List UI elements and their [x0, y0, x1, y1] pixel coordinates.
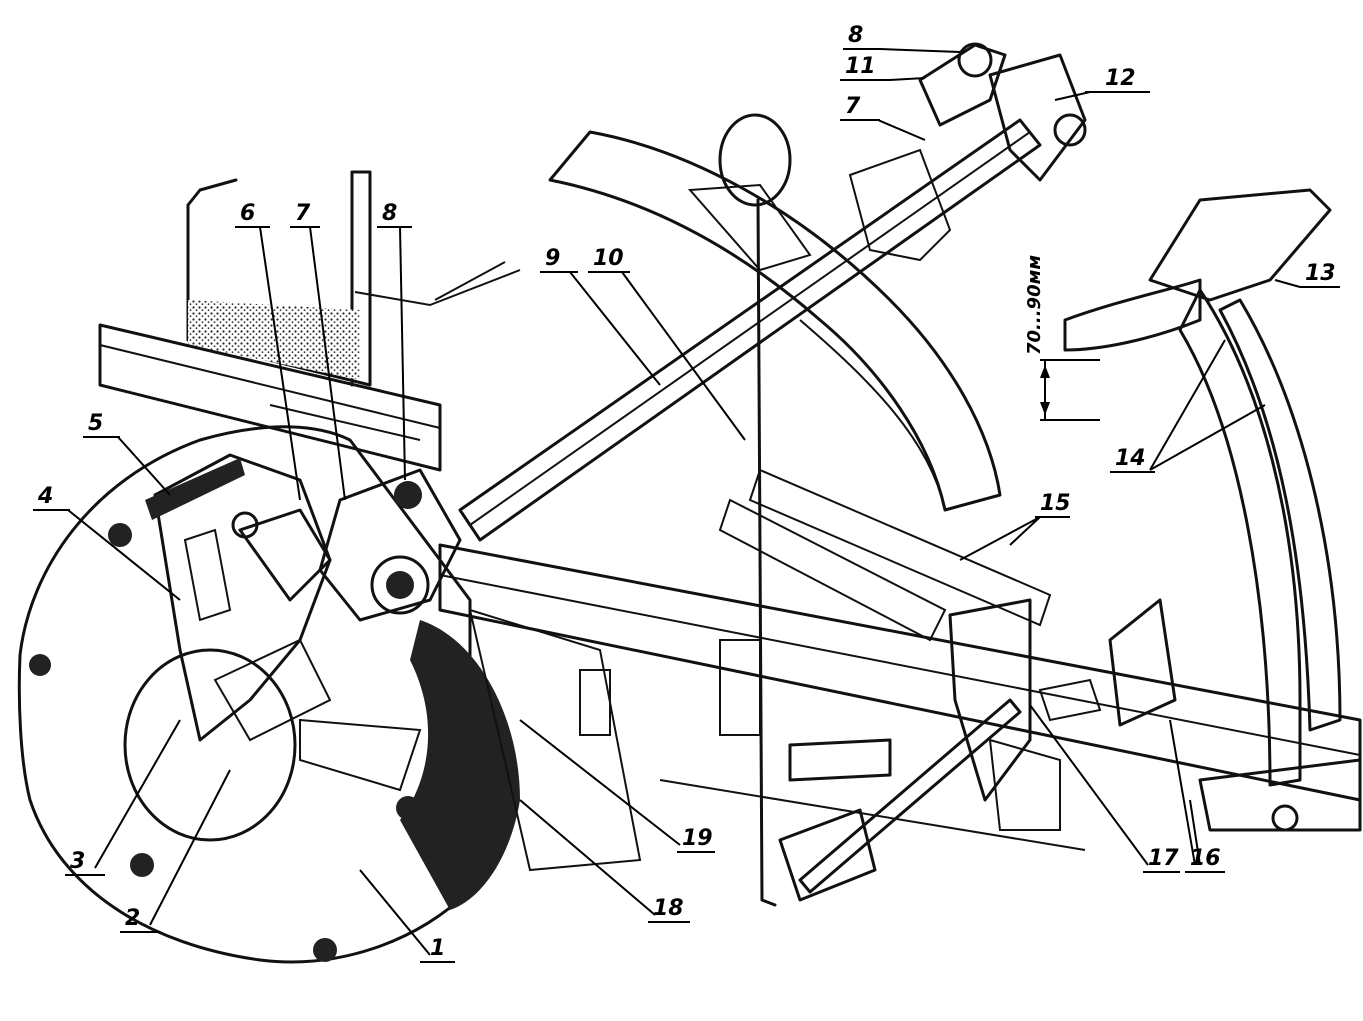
- actuator-block: [231, 468, 462, 622]
- callout-18: 18: [653, 896, 684, 921]
- dimension-label: 70...90мм: [1024, 255, 1045, 355]
- lower-cross-rod: [659, 698, 1086, 902]
- springs: [718, 468, 1102, 722]
- callout-4: 4: [37, 484, 53, 509]
- upper-arc-segment: [548, 130, 1002, 512]
- callout-17: 17: [1148, 846, 1179, 871]
- callout-1: 1: [430, 936, 445, 961]
- sector-arc: [1178, 288, 1362, 832]
- callout-2: 2: [125, 906, 140, 931]
- drum-band: [400, 608, 642, 910]
- pull-ring-rod: [687, 113, 812, 907]
- callout-7b: 7: [845, 94, 861, 119]
- callout-3: 3: [70, 849, 85, 874]
- upper-shaft: [458, 118, 1042, 542]
- callout-10: 10: [593, 246, 624, 271]
- upper-clamp: [848, 42, 1087, 262]
- callout-6: 6: [240, 201, 255, 226]
- callout-19: 19: [682, 826, 713, 851]
- callouts: 1 2 3 4 5 6 7 7 8 8 9 10 11: [33, 23, 1340, 963]
- callout-5: 5: [88, 411, 103, 436]
- body-panel: [186, 170, 521, 387]
- callout-16: 16: [1190, 846, 1221, 871]
- brake-shoe-assembly: [145, 453, 422, 792]
- callout-13: 13: [1305, 261, 1336, 286]
- lower-beam: [438, 543, 1362, 802]
- callout-12: 12: [1105, 66, 1136, 91]
- callout-7a: 7: [295, 201, 311, 226]
- center-bracket: [948, 598, 1177, 831]
- dimension-marker: 70...90мм: [1024, 255, 1100, 421]
- pedal-handle: [1063, 188, 1332, 352]
- callout-14: 14: [1115, 446, 1146, 471]
- callout-9: 9: [545, 246, 560, 271]
- callout-8a: 8: [382, 201, 397, 226]
- callout-15: 15: [1040, 491, 1071, 516]
- callout-8b: 8: [848, 23, 863, 48]
- callout-11: 11: [845, 54, 876, 79]
- frame-beam: [98, 323, 442, 472]
